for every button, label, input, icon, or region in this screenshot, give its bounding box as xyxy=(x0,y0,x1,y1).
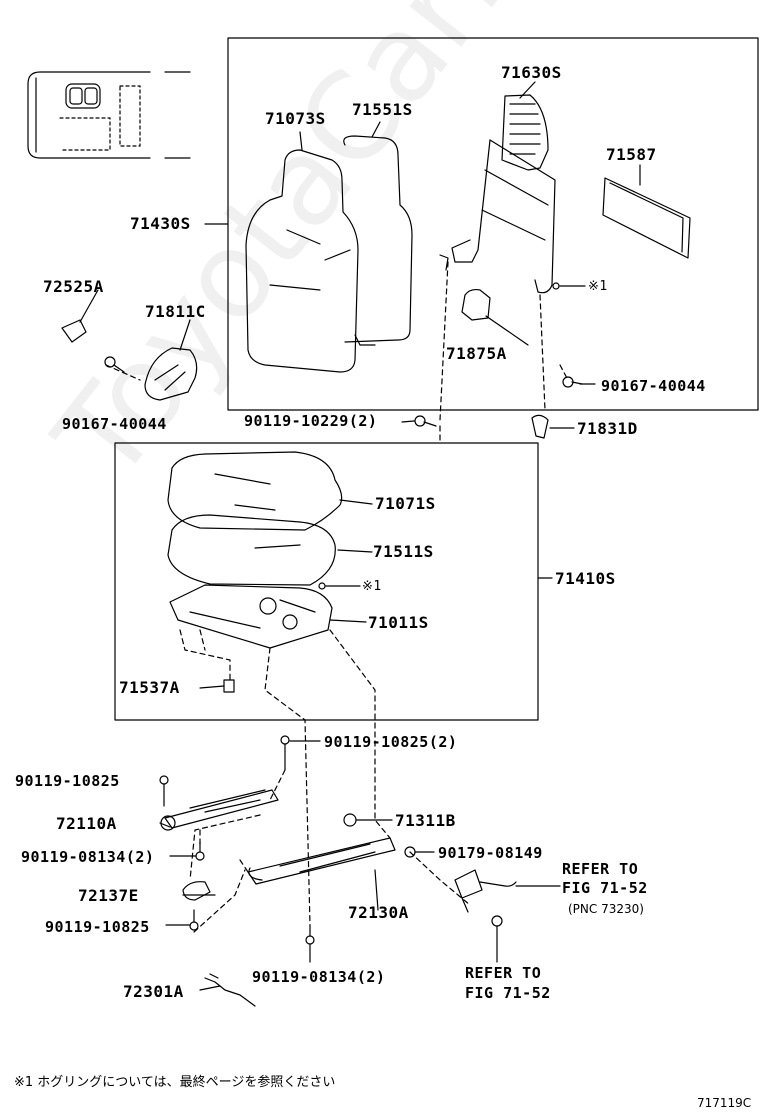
label-72110A: 72110A xyxy=(56,814,117,833)
label-71430S: 71430S xyxy=(130,214,191,233)
label-71073S: 71073S xyxy=(265,109,326,128)
refer-lower-line1: REFER TO xyxy=(465,964,542,982)
label-72301A: 72301A xyxy=(123,982,184,1001)
label-90119-10229: 90119-10229(2) xyxy=(244,412,378,430)
vehicle-thumbnail xyxy=(27,71,191,159)
label-71511S: 71511S xyxy=(373,542,434,561)
label-71875A: 71875A xyxy=(446,344,507,363)
rail-72110A xyxy=(160,789,279,831)
nut-71311B xyxy=(343,813,357,827)
label-71071S: 71071S xyxy=(375,494,436,513)
label-90119-08134-2b: 90119-08134(2) xyxy=(252,968,386,986)
cushion-cover-71071S xyxy=(167,451,343,531)
label-71311B: 71311B xyxy=(395,811,456,830)
ref-mark-1: ※1 xyxy=(588,279,608,294)
label-72130A: 72130A xyxy=(348,903,409,922)
label-90167-40044-left: 90167-40044 xyxy=(62,415,167,433)
dashed-lines xyxy=(105,261,569,933)
label-71551S: 71551S xyxy=(352,100,413,119)
bolt-90167-left xyxy=(104,356,125,373)
seatback-frame-71630S xyxy=(439,94,556,294)
label-90119-10825-b: 90119-10825 xyxy=(45,918,150,936)
label-71011S: 71011S xyxy=(368,613,429,632)
label-90119-10825-a: 90119-10825 xyxy=(15,772,120,790)
ref-mark-2: ※1 xyxy=(362,579,382,594)
pad-71587 xyxy=(602,177,691,259)
cushion-pad-71511S xyxy=(167,514,336,586)
part-71875A xyxy=(461,288,491,321)
leader-lines xyxy=(79,81,641,991)
refer-upper-line1: REFER TO xyxy=(562,860,639,878)
bolt-90119-08134-2a xyxy=(195,841,205,861)
label-71630S: 71630S xyxy=(501,63,562,82)
label-72525A: 72525A xyxy=(43,277,104,296)
bolt-90119-10229 xyxy=(414,415,437,427)
label-72137E: 72137E xyxy=(78,886,139,905)
part-72137E xyxy=(182,881,211,901)
label-90119-08134-2a: 90119-08134(2) xyxy=(21,848,155,866)
label-90119-10825-2: 90119-10825(2) xyxy=(324,733,458,751)
cushion-frame-box xyxy=(114,442,539,721)
label-90179-08149: 90179-08149 xyxy=(438,844,543,862)
seatbelt-buckle xyxy=(454,869,517,913)
refer-lower-line2: FIG 71-52 xyxy=(465,984,551,1002)
clip-71831D xyxy=(531,414,549,439)
part-71811C xyxy=(144,347,198,401)
figure-id: 717119C xyxy=(697,1096,752,1110)
bolt-90167-right xyxy=(562,376,583,388)
footnote: ※1 ホグリングについては、最終ページを参照ください xyxy=(14,1075,336,1090)
label-71831D: 71831D xyxy=(577,419,638,438)
bolt-90119-10825-2 xyxy=(280,735,290,771)
bolt-90119-10825-b xyxy=(189,909,199,931)
nut-lower-refer xyxy=(491,915,503,927)
refer-upper-line2: FIG 71-52 xyxy=(562,879,648,897)
seatback-pad-71551S xyxy=(343,135,413,346)
label-90167-40044-right: 90167-40044 xyxy=(601,377,706,395)
bolt-90119-10825-a xyxy=(159,775,169,807)
label-71587: 71587 xyxy=(606,145,657,164)
refer-upper-pnc: (PNC 73230) xyxy=(568,902,644,916)
label-71537A: 71537A xyxy=(119,678,180,697)
part-72525A xyxy=(61,319,87,343)
bolt-90119-08134-2b xyxy=(305,924,315,945)
label-71410S: 71410S xyxy=(555,569,616,588)
part-72301A xyxy=(204,973,256,1007)
rail-72130A xyxy=(247,837,396,885)
cushion-frame-71011S xyxy=(169,584,333,649)
part-71537A xyxy=(223,679,235,693)
label-71811C: 71811C xyxy=(145,302,206,321)
seatback-cover-71073S xyxy=(245,149,359,373)
